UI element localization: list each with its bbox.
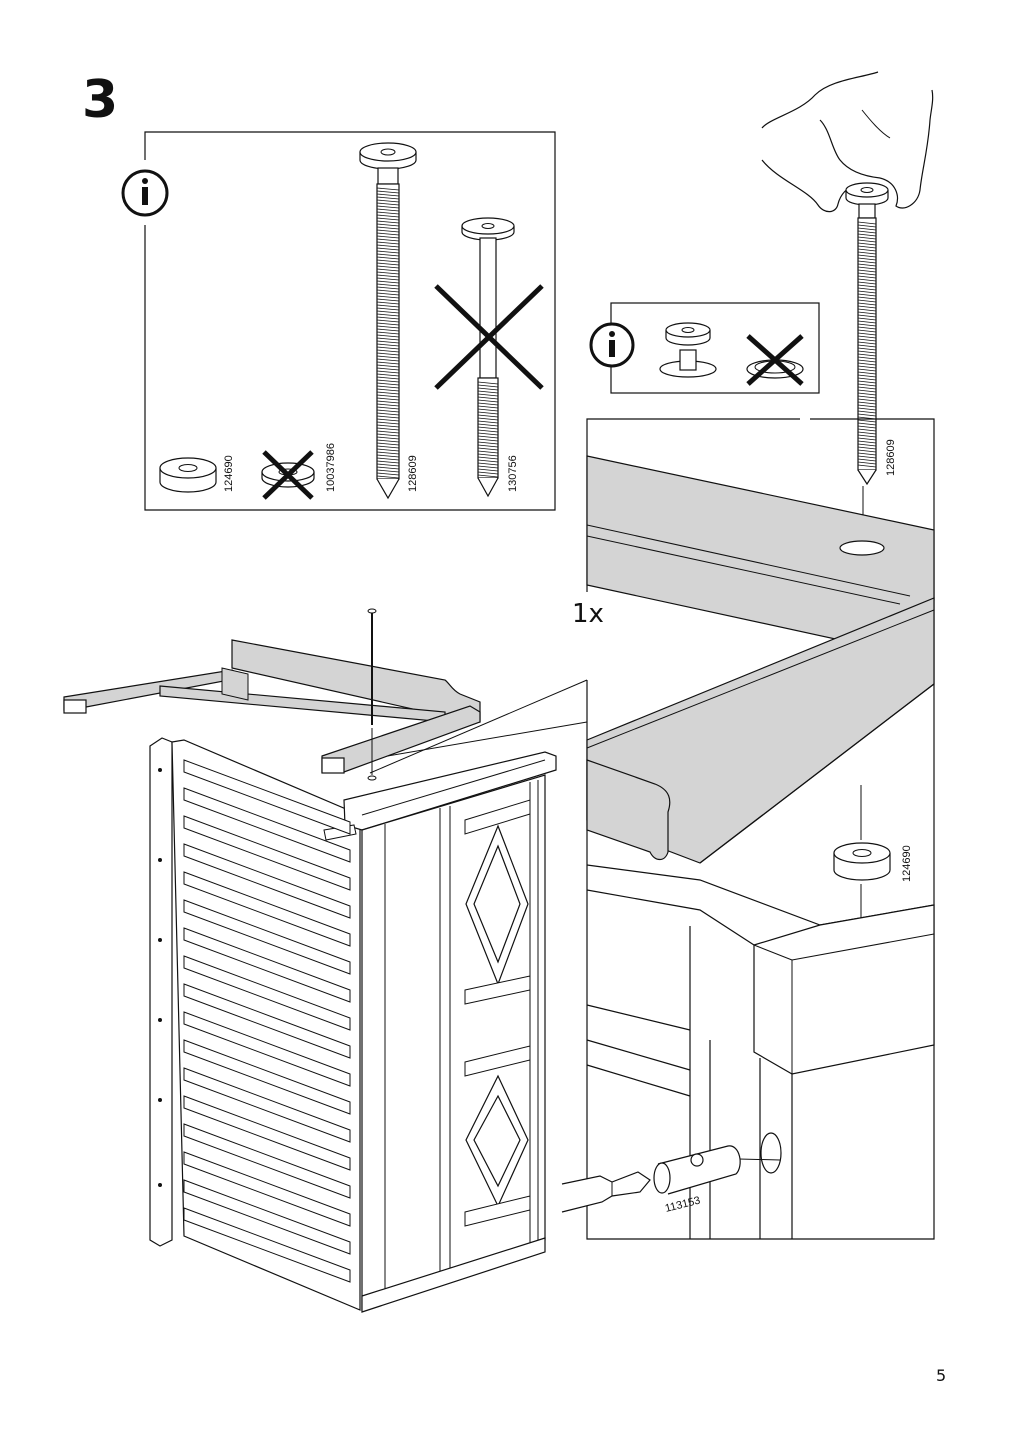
step-number: 3 [82,70,119,130]
short-bolt-icon [434,217,544,498]
info-panel: 124690 10037986 128609 [121,131,556,511]
info-icon [121,169,169,217]
quantity-label: 1x [572,599,604,629]
info-icon [589,322,635,368]
page-number: 5 [936,1366,947,1385]
cabinet-body-icon [149,737,557,1313]
seat-frame-icon [63,608,481,781]
long-bolt-detail-icon [845,182,889,545]
part-article-10037986: 10037986 [325,443,337,492]
bolt-wrong-icon [746,334,804,386]
small-info-panel [589,302,820,394]
detail-bolt-article: 128609 [885,439,897,476]
hand-icon [761,71,934,213]
detail-dowel-article: 113153 [664,1195,702,1215]
part-article-124690: 124690 [223,455,235,492]
part-article-130756: 130756 [507,455,519,492]
thin-ring-icon [261,450,315,500]
detail-panel [561,418,935,1240]
spacer-ring-icon [159,457,217,493]
bolt-seated-icon [659,322,717,378]
detail-spacer-article: 124690 [901,845,913,882]
long-bolt-icon [359,142,417,500]
part-article-128609: 128609 [407,455,419,492]
